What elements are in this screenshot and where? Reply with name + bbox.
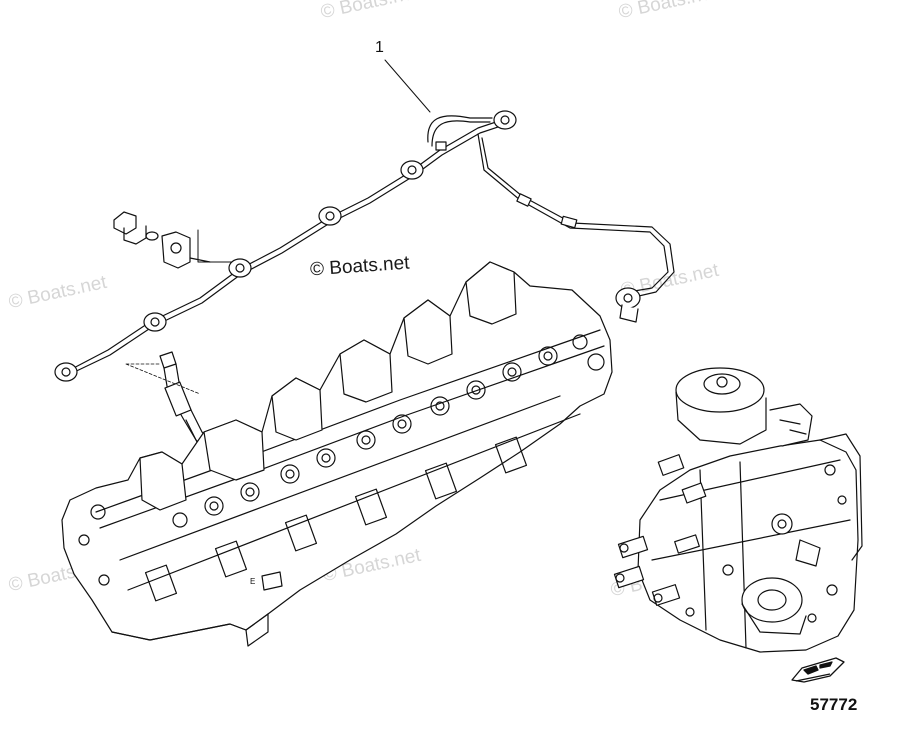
svg-text:E: E	[250, 577, 255, 586]
callout-label-1: 1	[375, 39, 384, 56]
cylinder-head[interactable]: E	[61, 261, 613, 647]
boat-icon	[790, 654, 846, 693]
injection-pump[interactable]	[613, 367, 863, 653]
fuel-injection-lines[interactable]	[54, 110, 675, 382]
banjo-bolt[interactable]	[113, 211, 233, 269]
fuel-injector[interactable]	[125, 351, 211, 449]
figure-number: 57772	[810, 695, 858, 714]
callout-leader-line	[384, 59, 431, 113]
